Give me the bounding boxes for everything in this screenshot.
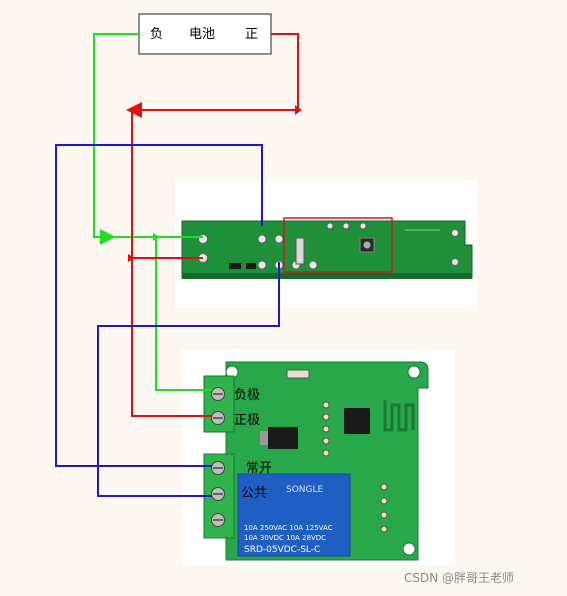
positive-arrow [295, 105, 302, 115]
battery-negative-label: 负 [150, 27, 163, 42]
sensor-ic-dot [363, 241, 371, 249]
terminal-label-negative: 负极 [234, 388, 260, 403]
relay-body [237, 473, 351, 557]
battery-box: 负 电池 正 [138, 13, 272, 55]
relay-model-label: SRD-05VDC-SL-C [244, 545, 320, 555]
relay-module-photo: SONGLE 10A 250VAC 10A 125VAC 10A 30VDC 1… [181, 350, 455, 565]
sensor-smd [229, 263, 241, 269]
sensor-board-shadow [182, 273, 472, 279]
sensor-pad [451, 229, 459, 237]
wire-positive-to-relay [131, 110, 212, 417]
wire-positive-down [271, 33, 299, 110]
sensor-pad [257, 260, 267, 270]
sensor-board-photo [175, 180, 477, 308]
watermark: CSDN @胖哥王老师 [404, 571, 514, 585]
sensor-pad [308, 260, 318, 270]
terminal-label-positive: 正极 [234, 413, 260, 428]
reset-button [286, 369, 310, 379]
battery-positive-label: 正 [245, 27, 258, 42]
terminal-label-common: 公共 [241, 486, 267, 501]
header-holes [322, 401, 388, 533]
wire-negative-to-relay [155, 237, 212, 391]
wire-switch-common [97, 262, 280, 497]
battery-name-label: 电池 [189, 27, 215, 42]
sensor-pad [451, 258, 459, 266]
regulator-tab [260, 431, 268, 445]
wire-negative-to-sensor [93, 33, 139, 245]
mounting-hole [407, 365, 421, 379]
relay-brand-label: SONGLE [286, 485, 324, 495]
sensor-highlight-box [283, 217, 393, 273]
sensor-pad [257, 234, 267, 244]
wifi-chip [344, 408, 370, 434]
regulator-chip [268, 427, 298, 449]
sensor-smd [246, 263, 256, 269]
relay-spec-line2: 10A 30VDC 10A 28VDC [244, 534, 326, 542]
mounting-hole [402, 542, 416, 556]
antenna-trace [383, 400, 415, 432]
sensor-pin-header [295, 237, 305, 265]
wire-switch-normally-open [55, 144, 263, 467]
relay-spec-line1: 10A 250VAC 10A 125VAC [244, 524, 333, 532]
sensor-pin [342, 222, 350, 230]
sensor-pad [274, 234, 284, 244]
junction-arrow [153, 233, 160, 241]
sensor-pin [326, 222, 334, 230]
terminal-label-normally-open: 常开 [246, 461, 272, 476]
sensor-pad [198, 234, 208, 244]
positive-arrow-left [128, 254, 135, 262]
sensor-pin [359, 222, 367, 230]
